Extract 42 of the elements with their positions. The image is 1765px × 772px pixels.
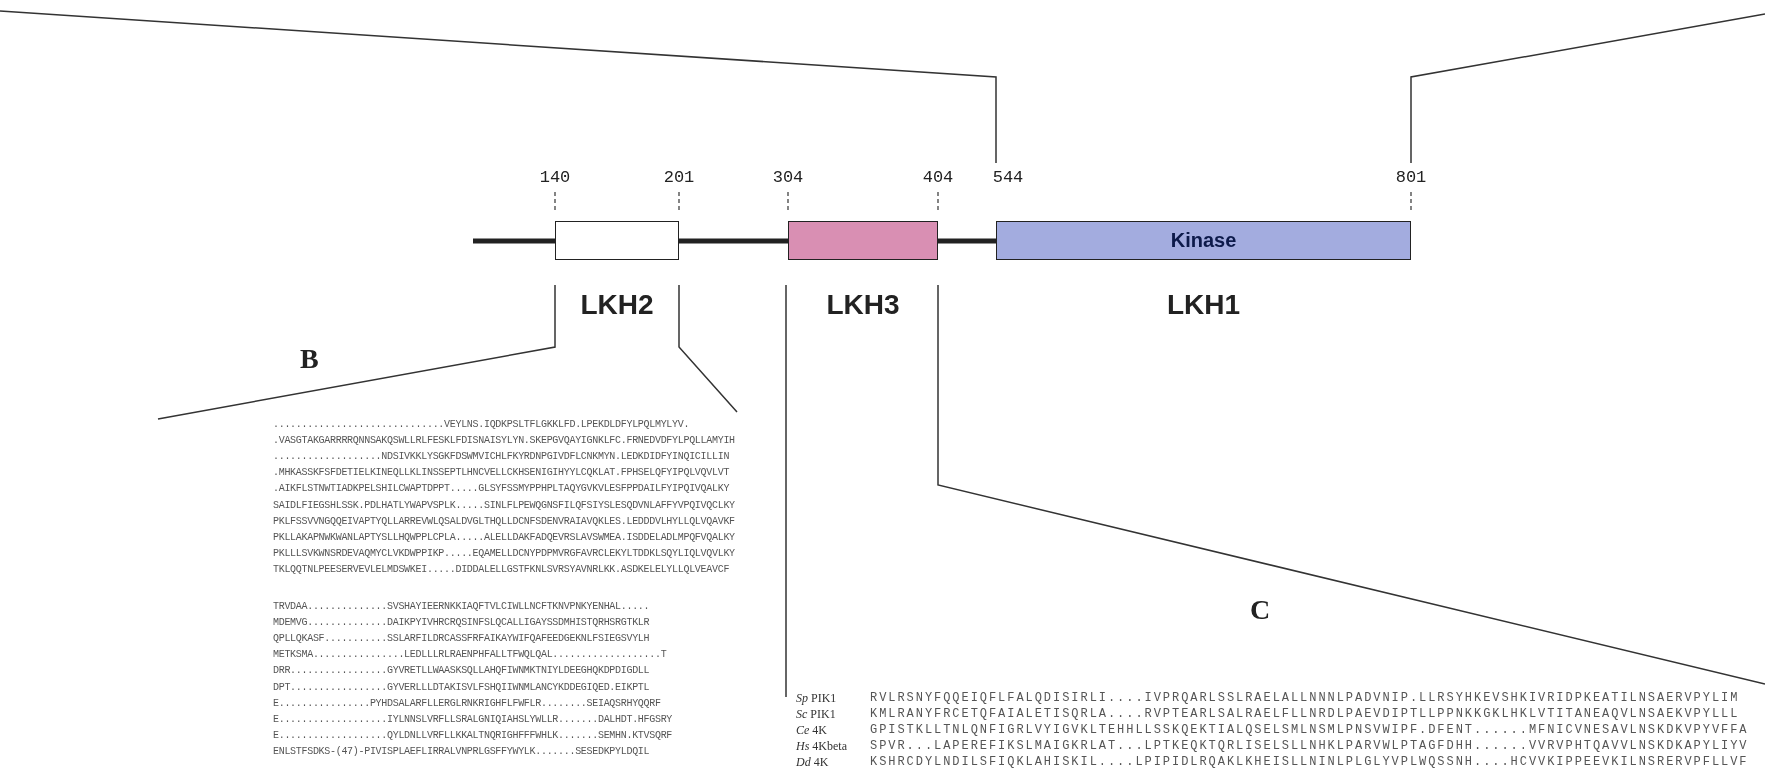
panel-letter: C — [1250, 594, 1271, 626]
sequence-row: SPVR...LAPEREFIKSLMAIGKRLAT...LPTKEQKTQRLISELSLLNHKLPARVWLPTAGFDHH......VVRVPHTQAVVLNSKDKAPYLIYV — [870, 739, 1749, 754]
domain-name: Kinase — [1170, 229, 1237, 252]
sequence-row: SAIDLFIEGSHLSSK.PDLHATLYWAPVSPLK.....SINLFLPEWQGNSFILQFSIYSLESQDVNLAFFYVPQIVQCLKY — [273, 498, 735, 513]
sequence-row: PKLFSSVVNGQQEIVAPTYQLLARREVWLQSALDVGLTHQLLDCNFSDENVRAIAVQKLES.LEDDDVLHYLLQLVQAVKF — [273, 514, 735, 529]
domain-label: LKH3 — [825, 289, 901, 321]
sequence-row: .AIKFLSTNWTIADKPELSHILCWAPTDPPT.....GLSYFSSMYPPHPLTAQYGVKVLESFPPDAILFYIPQIVQALKY — [273, 482, 730, 497]
sequence-row: KMLRANYFRCETQFAIALETISQRLA....RVPTEARLSALRAELFLLNRDLPAEVDIPTLLPPNKKGKLHKLVTITANEAQVLNSAEKVPYLLL — [870, 707, 1740, 722]
sequence-row: TRVDAA..............SVSHAYIEERNKKIAQFTVLCIWLLNCFTKNVPNKYENHAL..... — [273, 600, 650, 614]
sequence-row: MDEMVG..............DAIKPYIVHRCRQSINFSLQCALLIGAYSSDMHISTQRHSRGTKLR — [273, 616, 650, 631]
sequence-row: DPT.................GYVERLLLDTAKISVLFSHQIIWNMLANCYKDDEGIQED.EIKPTL — [273, 680, 650, 695]
sequence-row: GPISTKLLTNLQNFIGRLVYIGVKLTEHHLLSSKQEKTIALQSELSMLNSMLPNSVWIPF.DFENT......MFNICVNESAVLNSKDKVPYVFFA — [870, 723, 1749, 738]
species-name: Ce 4K — [796, 723, 827, 738]
sequence-row: TKLQQTNLPEESERVEVLELMDSWKEI.....DIDDALELLGSTFKNLSVRSYAVNRLKK.ASDKELELYLLQLVEAVCF — [273, 562, 730, 577]
position-number: 140 — [539, 168, 571, 187]
sequence-row: ..............................VEYLNS.IQDKPSLTFLGKKLFD.LPEKDLDFYLPQLMYLYV. — [273, 418, 690, 432]
domain-label: LKH2 — [579, 289, 655, 321]
position-number: 201 — [663, 168, 695, 187]
sequence-row: PKLLLSVKWNSRDEVAQMYCLVKDWPPIKP.....EQAMELLDCNYPDPMVRGFAVRCLEKYLTDDKLSQYLIQLVQVLKY — [273, 546, 735, 561]
sequence-row: QPLLQKASF...........SSLARFILDRCASSFRFAIKAYWIFQAFEEDGEKNLFSIEGSVYLH — [273, 632, 650, 647]
position-number: 304 — [772, 168, 804, 187]
sequence-row: E...................IYLNNSLVRFLLSRALGNIQIAHSLYWLLR.......DALHDT.HFGSRY — [273, 712, 673, 727]
species-name: Hs 4Kbeta — [796, 739, 847, 754]
sequence-row: ENLSTFSDKS-(47)-PIVISPLAEFLIRRALVNPRLGSFFYWYLK.......SESEDKPYLDQIL — [273, 744, 650, 759]
species-name: Sc PIK1 — [796, 707, 836, 722]
sequence-row: E................PYHDSALARFLLERGLRNKRIGHFLFWFLR........SEIAQSRHYQQRF — [273, 696, 661, 711]
position-number: 404 — [922, 168, 954, 187]
sequence-row: .MHKASSKFSFDETIELKINEQLLKLINSSEPTLHNCVELLCKHSENIGIHYYLCQKLAT.FPHSELQFYIPQLVQVLVT — [273, 466, 730, 481]
position-number: 544 — [992, 168, 1024, 187]
domain-label: LKH1 — [1165, 289, 1242, 321]
sequence-row: E...................QYLDNLLVRFLLKKALTNQRIGHFFFWHLK.......SEMHN.KTVSQRF — [273, 728, 673, 743]
sequence-row: METKSMA................LEDLLLRLRAENPHFALLTFWQLQAL...................T — [273, 648, 667, 663]
sequence-row: .VASGTAKGARRRRQNNSAKQSWLLRLFESKLFDISNAISYLYN.SKEPGVQAYIGNKLFC.FRNEDVDFYLPQLLAMYIH — [273, 434, 735, 449]
sequence-row: RVLRSNYFQQEIQFLFALQDISIRLI....IVPRQARLSSLRAELALLNNNLPADVNIP.LLRSYHKEVSHKIVRIDPKEATILNSAERVPYLIM — [870, 691, 1740, 705]
sequence-row: PKLLAKAPNWKWANLAPTYSLLHQWPPLCPLA.....ALELLDAKFADQEVRSLAVSWMEA.ISDDELADLMPQFVQALKY — [273, 530, 735, 545]
species-name: Sp PIK1 — [796, 691, 837, 705]
sequence-row: ...................NDSIVKKLYSGKFDSWMVICHLFKYRDNPGIVDFLCNKMYN.LEDKDIDFYINQICILLIN — [273, 450, 730, 465]
panel-letter: B — [300, 343, 319, 375]
sequence-row: DRR.................GYVRETLLWAASKSQLLAHQFIWNMKTNIYLDEEGHQKDPDIGDLL — [273, 664, 650, 679]
sequence-row: KSHRCDYLNDILSFIQKLAHISKIL....LPIPIDLRQAKLKHEISLLNINLPLGLYVPLWQSSNH....HCVVKIPPEEVKILNSRERVPFLLVF — [870, 755, 1749, 770]
position-number: 801 — [1395, 168, 1427, 187]
species-name: Dd 4K — [796, 755, 829, 770]
